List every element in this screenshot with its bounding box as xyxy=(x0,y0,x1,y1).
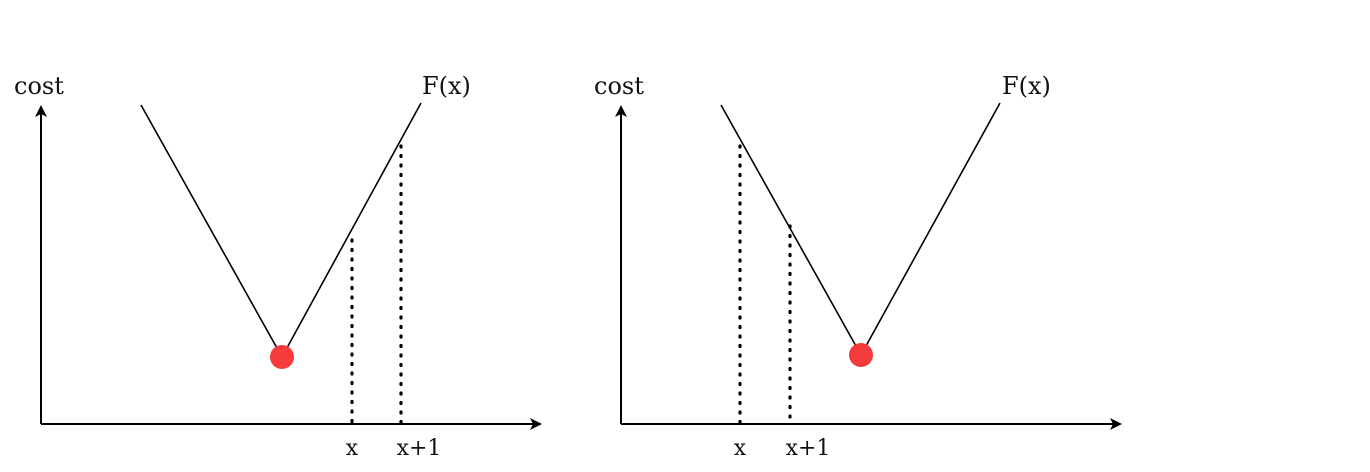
panel-left: cost F(x) x x+1 xyxy=(14,72,542,461)
tick-x-plus-1: x+1 xyxy=(397,436,442,461)
panel-right: cost F(x) x x+1 xyxy=(594,72,1122,461)
function-curve xyxy=(140,102,422,359)
function-label: F(x) xyxy=(422,72,471,100)
y-axis-label: cost xyxy=(14,72,64,100)
tick-x-plus-1: x+1 xyxy=(786,436,831,461)
minimum-point xyxy=(849,343,873,367)
minimum-point xyxy=(270,345,294,369)
tick-x: x xyxy=(346,436,359,461)
function-label: F(x) xyxy=(1002,72,1051,100)
function-curve xyxy=(720,102,1001,357)
tick-x: x xyxy=(734,436,747,461)
y-axis-label: cost xyxy=(594,72,644,100)
